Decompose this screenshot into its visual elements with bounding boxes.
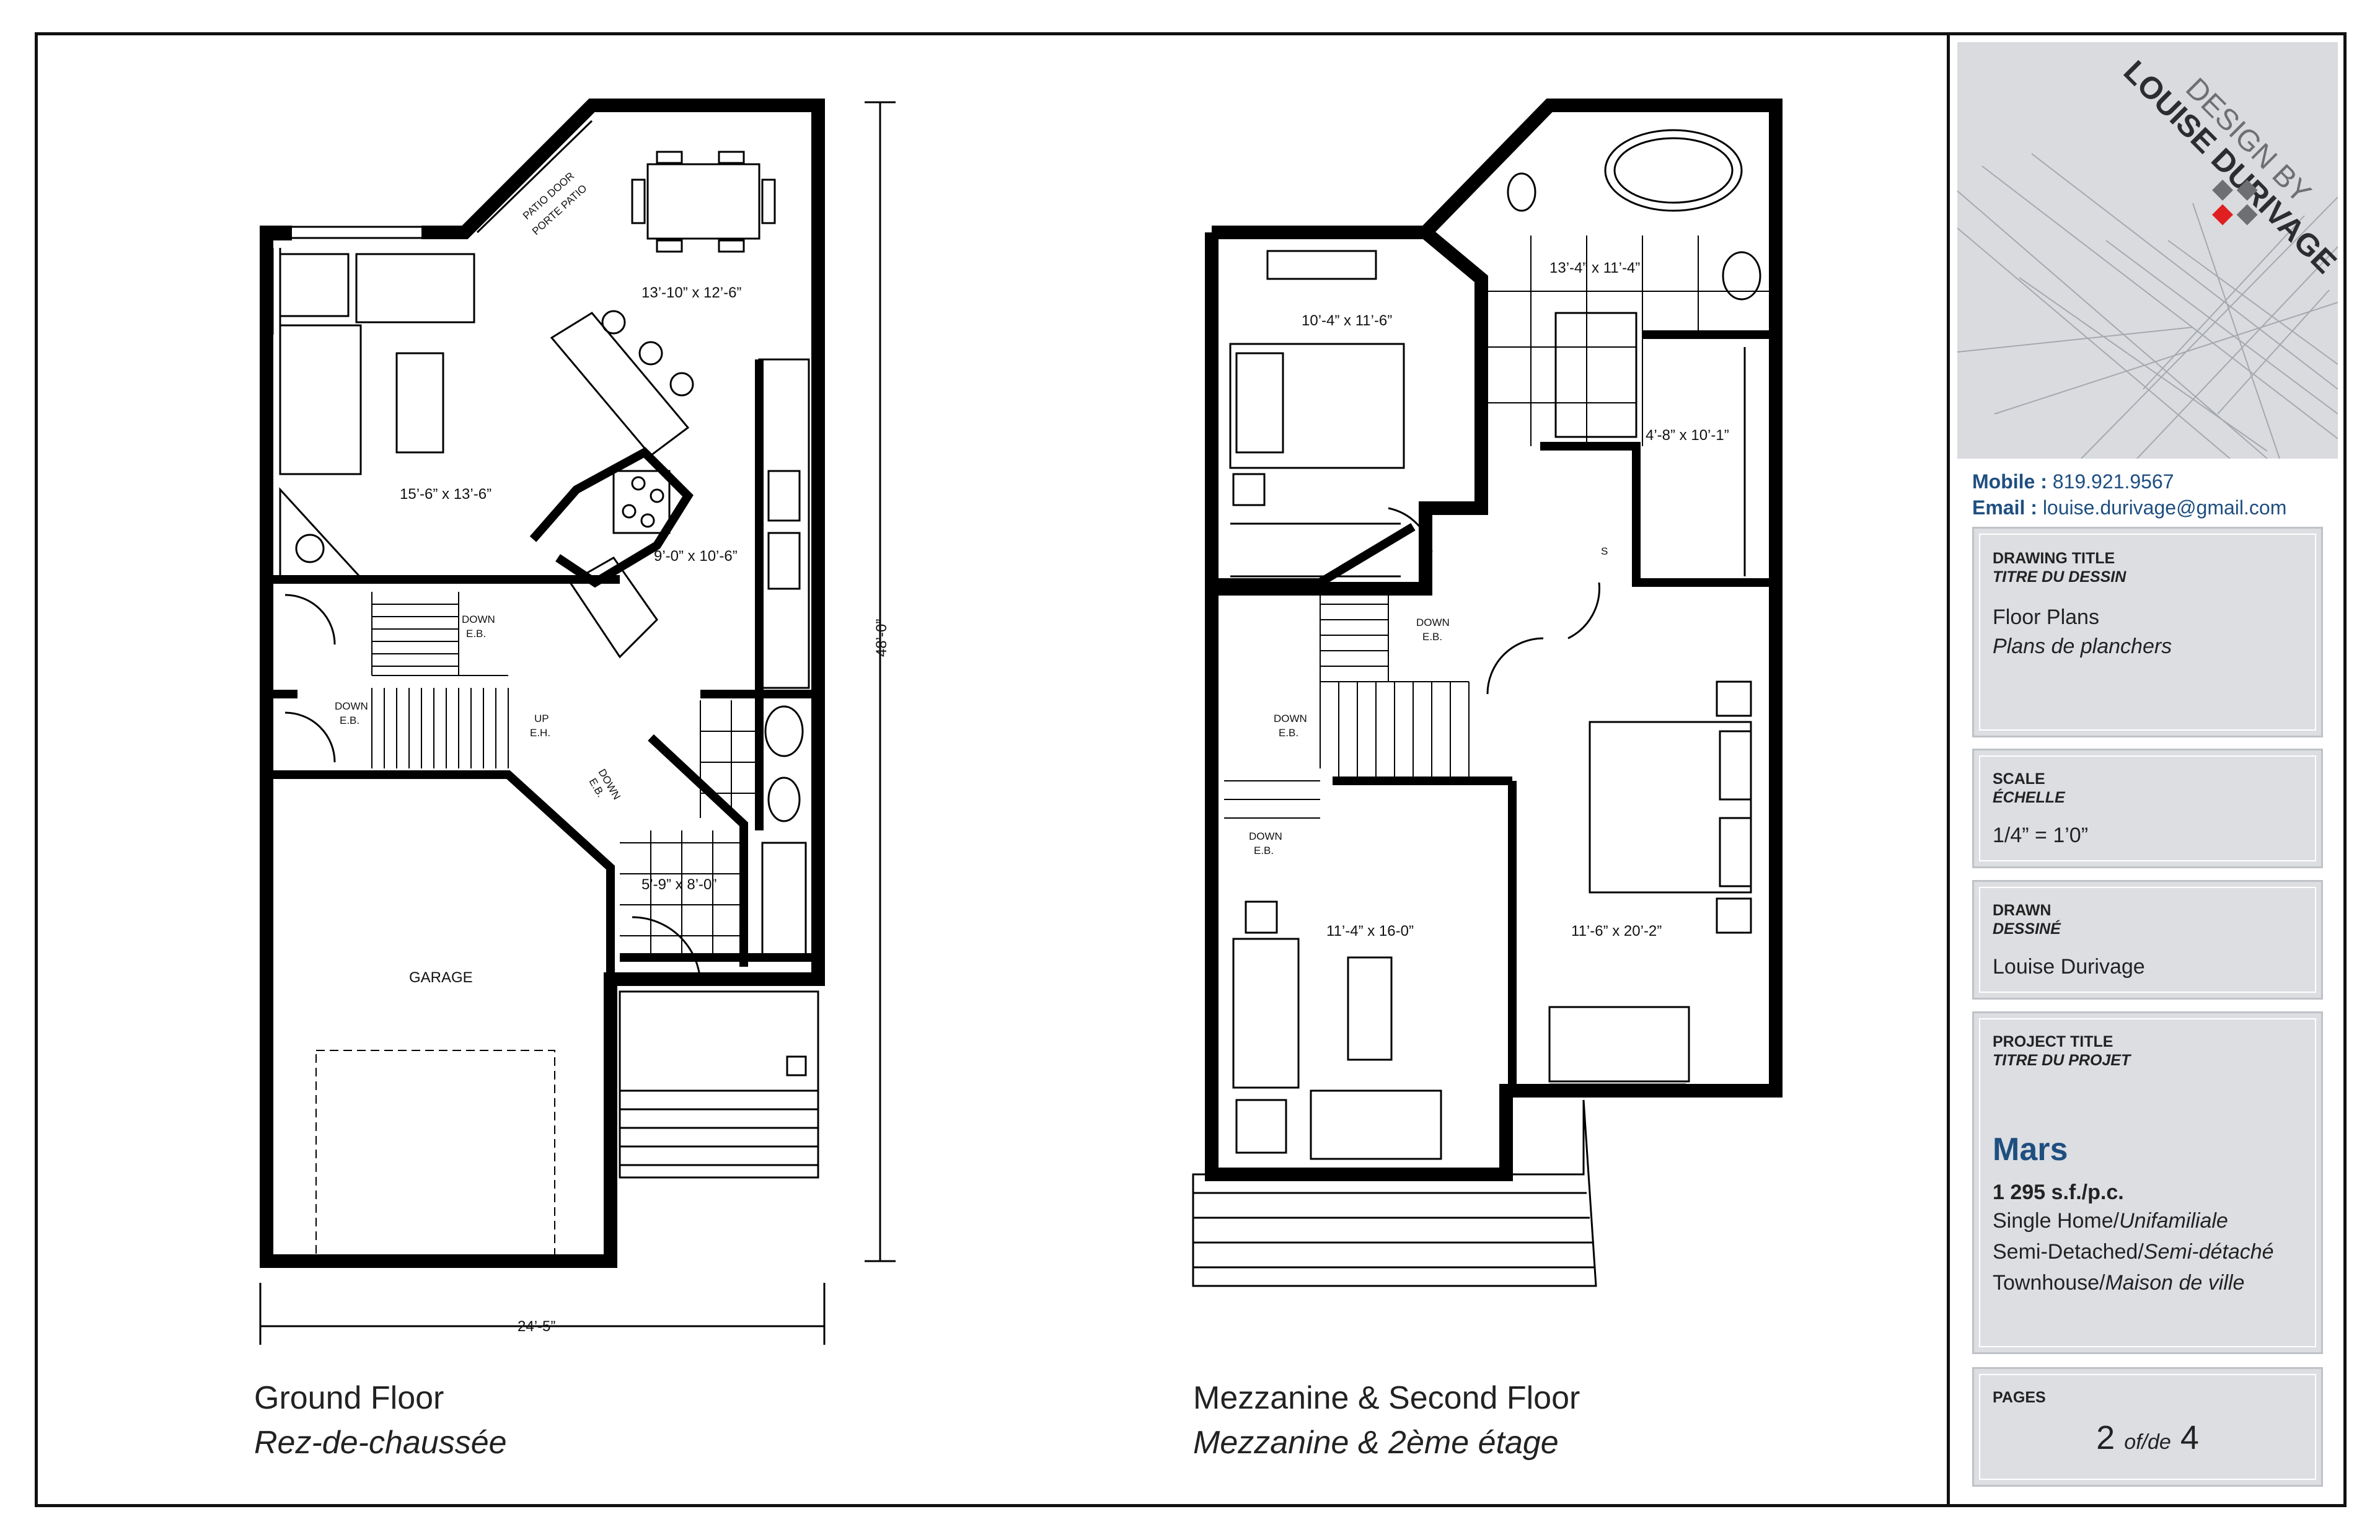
gf-dim-width: 24’-5”: [518, 1318, 555, 1335]
sf-down-label-1-fr: E.B.: [1422, 631, 1442, 643]
scale-label-en: SCALE: [1993, 770, 2045, 788]
email-address: louise.durivage@gmail.com: [2042, 496, 2287, 519]
gf-down-label-2-fr: E.B.: [340, 715, 359, 726]
gf-room-kitchen: 9’-0” x 10’-6”: [654, 548, 738, 565]
second-floor-caption: Mezzanine & Second Floor Mezzanine & 2èm…: [1193, 1376, 1580, 1465]
drawing-title-value-en: Floor Plans: [1993, 605, 2099, 629]
page-indicator: 2 of/de 4: [1974, 1419, 2321, 1457]
drawing-title-box: DRAWING TITLE TITRE DU DESSIN Floor Plan…: [1972, 527, 2323, 737]
drawn-value: Louise Durivage: [1993, 955, 2145, 979]
pages-box: PAGES 2 of/de 4: [1972, 1367, 2323, 1487]
page-current: 2: [2096, 1419, 2115, 1456]
project-title-box: PROJECT TITLE TITRE DU PROJET Mars 1 295…: [1972, 1011, 2323, 1354]
sf-room-walkin: 4’-8” x 10’-1”: [1646, 427, 1729, 444]
designer-logo: DESIGN BY LOUISE DURIVAGE: [1957, 42, 2338, 459]
drawing-title-label-en: DRAWING TITLE: [1993, 550, 2115, 567]
project-type-single: Single Home/Unifamiliale: [1993, 1209, 2228, 1233]
gf-room-dining: 13’-10” x 12’-6”: [641, 284, 741, 301]
drawn-box: DRAWN DESSINÉ Louise Durivage: [1972, 880, 2323, 1000]
sf-down-label-2-fr: E.B.: [1279, 727, 1298, 739]
contact-info: Mobile : 819.921.9567 Email : louise.dur…: [1972, 469, 2286, 521]
project-type-townhouse: Townhouse/Maison de ville: [1993, 1271, 2245, 1295]
sf-shower-s: S: [1601, 545, 1608, 557]
mobile-line: Mobile : 819.921.9567: [1972, 470, 2174, 493]
title-block-divider: [1947, 32, 1950, 1507]
scale-value: 1/4” = 1’0”: [1993, 824, 2089, 847]
sf-room-master: 11’-6” x 20’-2”: [1571, 923, 1662, 939]
logo-name: LOUISE DURIVAGE: [2117, 54, 2338, 280]
floor-plans-drawing: .w { fill:none; stroke:#000; stroke-widt…: [259, 99, 1783, 1345]
gf-room-garage: GARAGE: [409, 969, 473, 986]
mobile-number: 819.921.9567: [2052, 470, 2174, 493]
gf-dim-depth: 48’-0”: [873, 619, 890, 657]
drawing-title-label-fr: TITRE DU DESSIN: [1993, 568, 2127, 586]
sf-down-label-1: DOWN: [1416, 617, 1450, 628]
page-total: 4: [2180, 1419, 2199, 1456]
project-label-fr: TITRE DU PROJET: [1993, 1052, 2131, 1069]
sf-room-bedroom1: 10’-4” x 11’-6”: [1302, 312, 1392, 329]
drawing-title-value-fr: Plans de planchers: [1993, 635, 2172, 658]
drawn-label-en: DRAWN: [1993, 902, 2052, 919]
project-area: 1 295 s.f./p.c.: [1993, 1181, 2124, 1204]
project-name: Mars: [1993, 1132, 2068, 1168]
sf-room-bath: 13’-4” x 11’-4”: [1549, 260, 1640, 276]
second-floor-caption-en: Mezzanine & Second Floor: [1193, 1380, 1580, 1416]
drawn-label-fr: DESSINÉ: [1993, 920, 2061, 938]
gf-room-bath: 5’-9” x 8’-0”: [641, 876, 716, 893]
scale-label-fr: ÉCHELLE: [1993, 789, 2065, 806]
sf-down-label-3-fr: E.B.: [1254, 845, 1274, 856]
pages-label: PAGES: [1993, 1389, 2046, 1406]
gf-down-label-1: DOWN: [462, 614, 495, 625]
gf-room-living: 15’-6” x 13’-6”: [400, 486, 491, 503]
second-floor-plan: 10’-4” x 11’-6” 13’-4” x 11’-4” 4’-8” x …: [1192, 99, 1783, 1287]
gf-down-label-2: DOWN: [335, 700, 368, 712]
page-of: of/de: [2124, 1430, 2171, 1454]
sf-room-family: 11’-4” x 16-0”: [1326, 923, 1414, 939]
ground-floor-plan: 13’-10” x 12’-6” 15’-6” x 13’-6” 9’-0” x…: [259, 99, 896, 1345]
gf-up-label: UP: [534, 713, 549, 724]
email-line: Email : louise.durivage@gmail.com: [1972, 496, 2287, 519]
project-type-semi: Semi-Detached/Semi-détaché: [1993, 1240, 2274, 1264]
logo-sketch-lines: DESIGN BY LOUISE DURIVAGE: [1957, 54, 2338, 459]
project-types: Single Home/Unifamiliale Semi-Detached/S…: [1993, 1205, 2274, 1298]
sf-down-label-2: DOWN: [1274, 713, 1307, 724]
project-label-en: PROJECT TITLE: [1993, 1033, 2113, 1050]
ground-floor-caption: Ground Floor Rez-de-chaussée: [254, 1376, 507, 1465]
second-floor-caption-fr: Mezzanine & 2ème étage: [1193, 1425, 1559, 1461]
drawing-frame: [35, 32, 2347, 1507]
ground-floor-caption-fr: Rez-de-chaussée: [254, 1425, 507, 1461]
gf-up-label-fr: E.H.: [530, 727, 550, 739]
ground-floor-caption-en: Ground Floor: [254, 1380, 444, 1416]
scale-box: SCALE ÉCHELLE 1/4” = 1’0”: [1972, 749, 2323, 868]
gf-down-label-1-fr: E.B.: [466, 628, 486, 640]
sf-down-label-3: DOWN: [1249, 830, 1282, 842]
